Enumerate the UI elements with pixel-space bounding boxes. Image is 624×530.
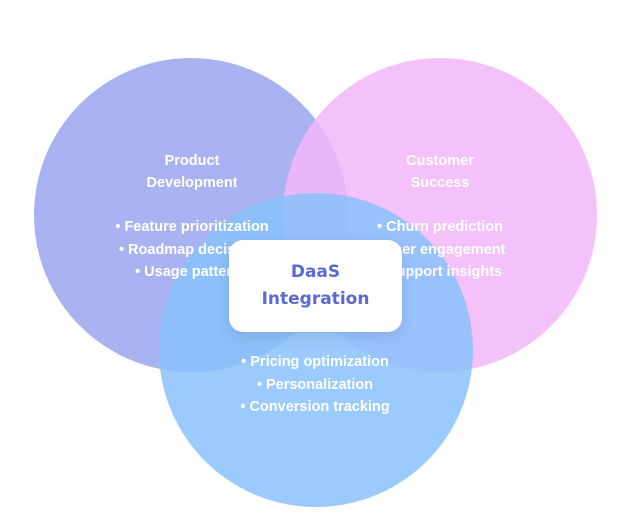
customer-success-items: • Churn prediction • User engagement • S… [340, 216, 540, 284]
list-item: • Usage patterns [135, 264, 249, 280]
customer-title-line-2: Success [410, 175, 470, 191]
pricing-items: • Pricing optimization • Personalization… [215, 351, 415, 419]
customer-success-title: Customer Success [340, 150, 540, 194]
list-item: • Conversion tracking [240, 399, 390, 415]
list-item: • Churn prediction [377, 219, 503, 235]
center-title: DaaS Integration [261, 262, 370, 309]
product-title-line-1: Product [164, 153, 220, 169]
product-development-items: • Feature prioritization • Roadmap decis… [92, 216, 292, 284]
product-development-title: Product Development [92, 150, 292, 194]
list-item: • Pricing optimization [241, 354, 389, 370]
list-item: • Roadmap decisions [118, 241, 266, 258]
list-item: • User engagement [374, 241, 506, 258]
center-card: DaaS Integration [229, 240, 402, 332]
list-item: • Support insights [377, 264, 503, 280]
list-item: • Personalization [256, 376, 374, 393]
list-item: • Feature prioritization [115, 219, 269, 235]
customer-title-line-1: Customer [406, 153, 474, 169]
product-title-line-2: Development [146, 175, 238, 191]
